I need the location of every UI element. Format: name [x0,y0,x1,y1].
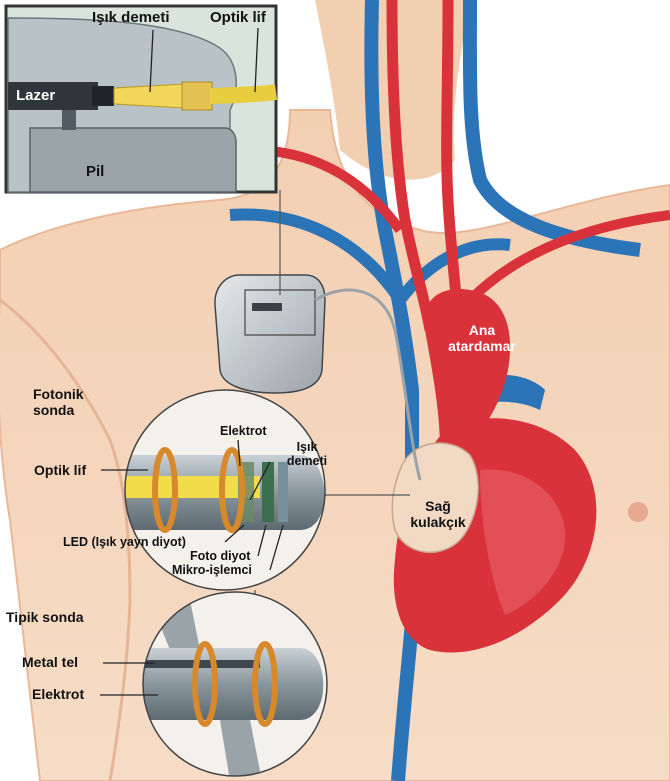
typical-metal-wire [140,660,260,668]
label-microprocessor: Mikro-işlemci [172,563,252,577]
label-photonic-optical-fiber: Optik lif [34,462,86,478]
label-inset-laser: Lazer [16,87,55,104]
photonic-photodiode [262,462,274,522]
pacemaker-device [215,275,325,393]
label-right-atrium: Sağ kulakçık [400,498,476,530]
label-photonic-electrode: Elektrot [220,424,267,438]
inset-light-beam [114,84,185,108]
label-inset-battery: Pil [86,163,104,180]
inset-battery [30,128,236,192]
label-typical-electrode: Elektrot [32,686,84,702]
device-header-connector [252,303,282,311]
inset-laser-tip [92,86,114,106]
label-right-atrium-line2: kulakçık [400,514,476,530]
inset-fiber-coupler [182,82,212,110]
label-photonic-title-line1: Fotonik [33,386,84,402]
inset-laser-mount [62,110,76,130]
label-aorta-line1: Ana [440,322,524,338]
label-photonic-title-line2: sonda [33,402,84,418]
nipple [628,502,648,522]
label-photodiode: Foto diyot [190,549,250,563]
label-photonic-beam-line2: demeti [282,454,332,468]
label-metal-wire: Metal tel [22,654,78,670]
typical-probe-body [135,648,323,720]
label-photonic-probe-title: Fotonik sonda [33,386,84,418]
label-photonic-beam-line1: Işık [282,440,332,454]
photonic-microprocessor [278,462,288,522]
label-aorta: Ana atardamar [440,322,524,354]
label-typical-probe-title: Tipik sonda [6,609,84,625]
inset-optical-fiber [210,92,276,96]
label-inset-optical-fiber: Optik lif [210,9,266,26]
label-right-atrium-line1: Sağ [400,498,476,514]
label-aorta-line2: atardamar [440,338,524,354]
label-photonic-light-beam: Işık demeti [282,440,332,469]
label-inset-light-beam: Işık demeti [92,9,170,26]
label-led: LED (Işık yayn diyot) [63,535,186,549]
